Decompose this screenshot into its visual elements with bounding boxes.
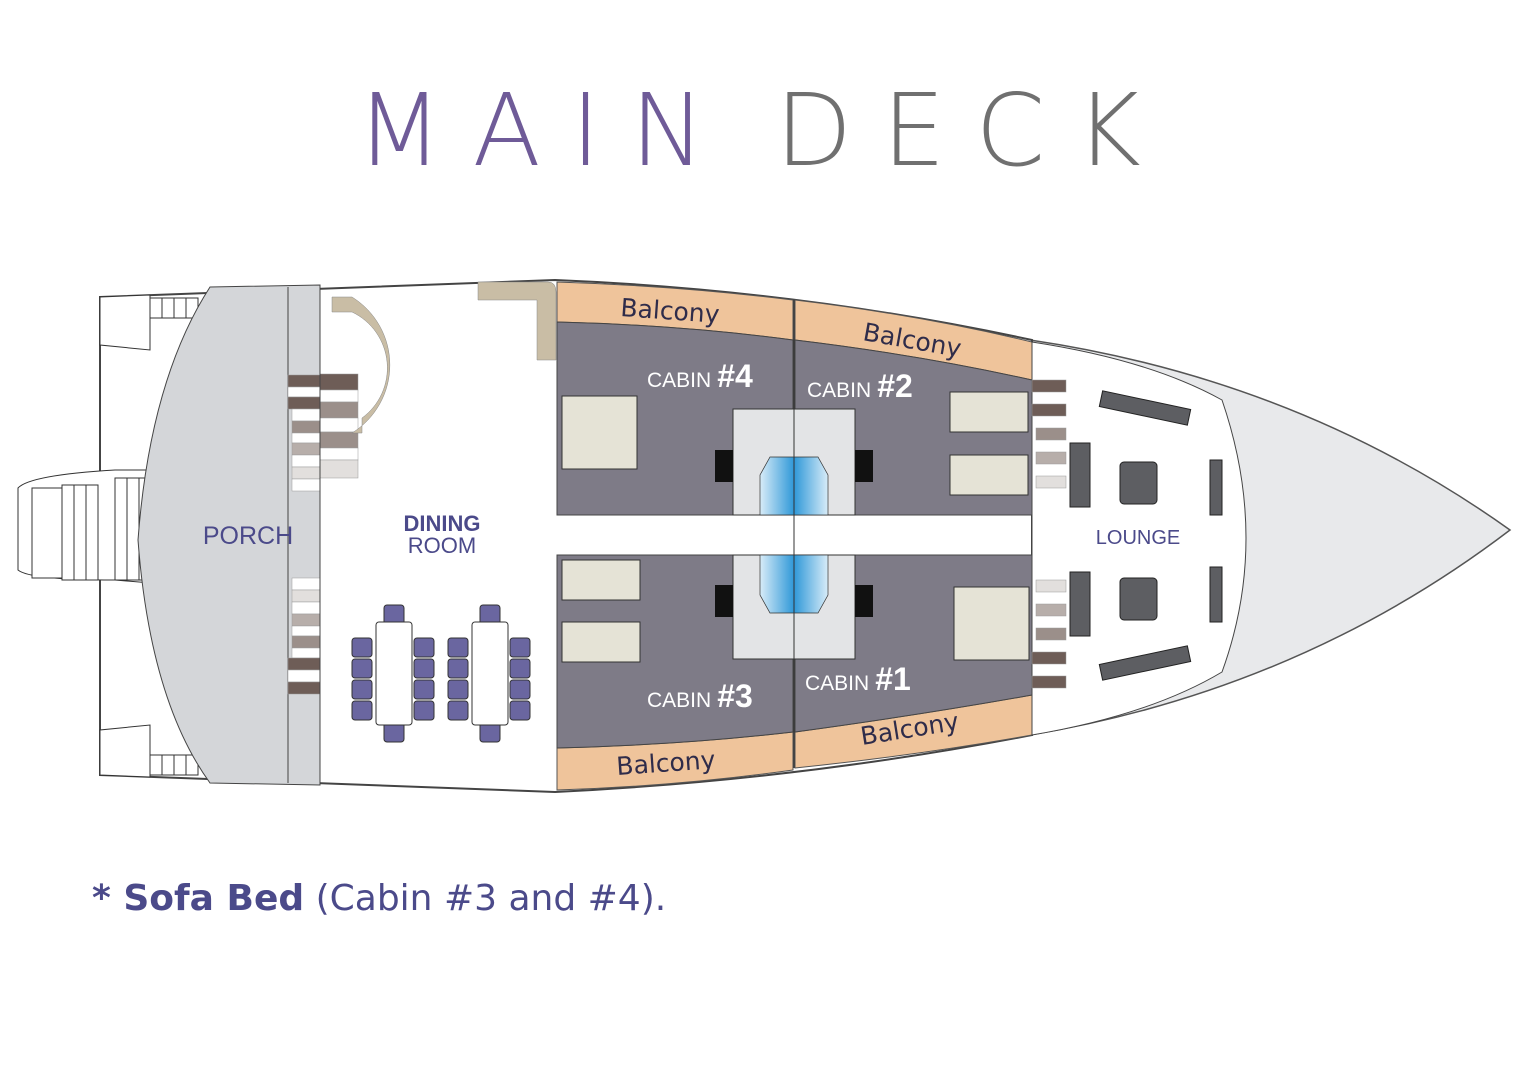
dining-table xyxy=(471,621,509,726)
balcony-label-4: Balcony xyxy=(620,293,721,329)
note-bold: Sofa Bed xyxy=(123,878,305,919)
dining-label: DINING xyxy=(404,511,481,536)
title-main: MAIN xyxy=(356,72,736,189)
chair xyxy=(351,679,373,700)
page-title: MAIN DECK xyxy=(0,72,1527,189)
balcony-label-3: Balcony xyxy=(615,745,716,781)
porch-area xyxy=(137,284,321,786)
chair xyxy=(413,700,435,721)
double-bed-cabin-1 xyxy=(953,586,1030,661)
cabin-3-label: CABIN#3 xyxy=(647,678,753,714)
twin-bed-cabin-2a xyxy=(949,391,1029,433)
twin-bed-cabin-3b xyxy=(561,621,641,663)
twin-bed-cabin-3a xyxy=(561,559,641,601)
note-rest: (Cabin #3 and #4). xyxy=(304,878,667,919)
sofa-bed-note: * Sofa Bed (Cabin #3 and #4). xyxy=(92,878,666,919)
twin-bed-cabin-2b xyxy=(949,454,1029,496)
chair xyxy=(413,658,435,679)
lounge-furniture xyxy=(1069,390,1223,681)
lounge-stairs xyxy=(1031,379,1067,689)
chair xyxy=(413,637,435,658)
buffet-counter xyxy=(477,281,557,361)
chair xyxy=(447,658,469,679)
stern-steps xyxy=(17,294,199,778)
coffee-table xyxy=(1119,461,1158,505)
chair xyxy=(509,700,531,721)
bathrooms xyxy=(715,300,873,768)
bar-counter xyxy=(331,296,391,434)
chair xyxy=(447,679,469,700)
chair xyxy=(413,679,435,700)
chair xyxy=(509,679,531,700)
double-bed-cabin-4 xyxy=(561,395,638,470)
chair xyxy=(509,658,531,679)
coffee-table xyxy=(1119,577,1158,621)
dining-table xyxy=(375,621,413,726)
beds xyxy=(561,391,1030,663)
chair xyxy=(509,637,531,658)
cabin-1-label: CABIN#1 xyxy=(805,661,911,697)
dining-tables xyxy=(351,604,531,743)
porch-label: PORCH xyxy=(203,522,293,550)
dining-label-2: ROOM xyxy=(408,533,476,558)
cabin-2-label: CABIN#2 xyxy=(807,368,913,404)
lounge-label: LOUNGE xyxy=(1096,527,1180,549)
chair xyxy=(351,637,373,658)
chair xyxy=(447,637,469,658)
chair xyxy=(351,700,373,721)
note-star: * xyxy=(92,878,124,919)
chair xyxy=(351,658,373,679)
cabin-4-label: CABIN#4 xyxy=(647,358,753,394)
lounge-area xyxy=(1031,341,1247,736)
title-deck: DECK xyxy=(775,72,1171,189)
staircase xyxy=(287,373,359,695)
chair xyxy=(447,700,469,721)
